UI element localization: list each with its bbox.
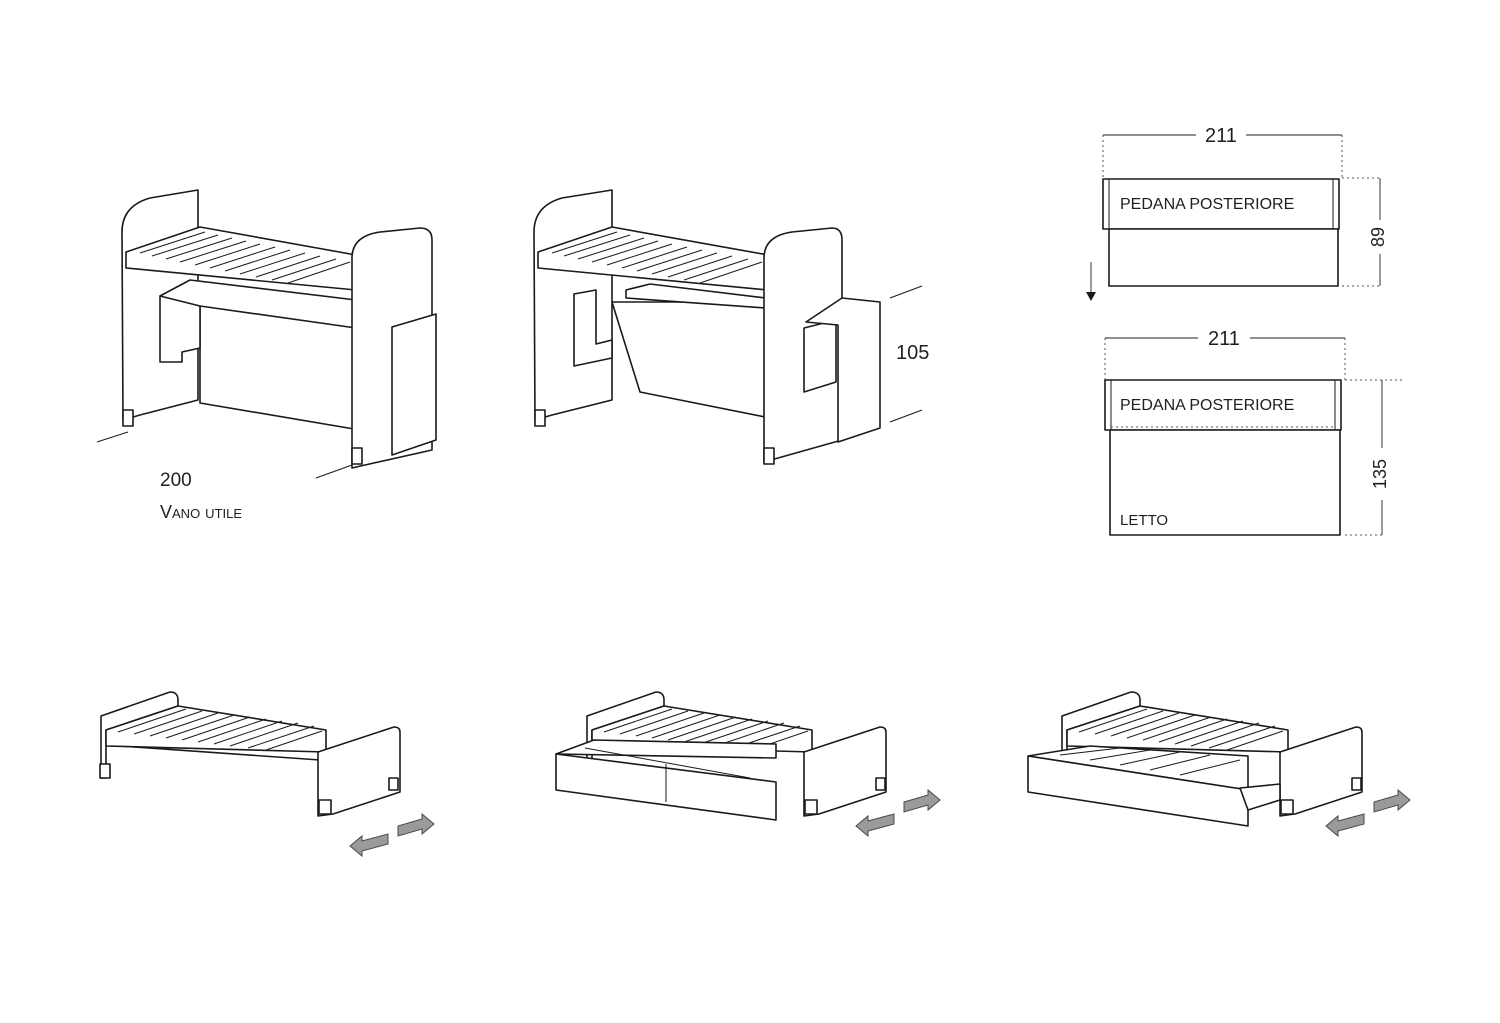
height-value: 105 bbox=[896, 342, 929, 364]
back-platform-rect-2 bbox=[1104, 379, 1342, 431]
slide-arrows-3 bbox=[1325, 788, 1411, 838]
slide-arrows-1 bbox=[349, 812, 435, 858]
drawer-bed-foot-back bbox=[875, 777, 886, 791]
drawer-bed-footboard bbox=[803, 726, 887, 817]
arrow-right-icon bbox=[397, 812, 435, 837]
trundle-side bbox=[1239, 783, 1281, 811]
height-guide-top bbox=[889, 285, 923, 299]
drawer-top bbox=[555, 739, 777, 759]
low-bed-with-drawers bbox=[555, 691, 887, 821]
right-foot bbox=[351, 447, 363, 465]
bed-rect bbox=[1109, 429, 1341, 536]
down-arrow-icon bbox=[1086, 292, 1096, 301]
right-side-panel-2 bbox=[763, 227, 843, 463]
top-depth-value: 89 bbox=[1368, 227, 1388, 247]
iso-bed-raised-module-out bbox=[533, 189, 923, 465]
arrow-right-icon-2 bbox=[903, 788, 941, 813]
arrow-left-icon-2 bbox=[855, 813, 895, 838]
plan-view-closed bbox=[1086, 134, 1381, 301]
low-bed-foot-right bbox=[318, 799, 332, 815]
low-bed-slats bbox=[117, 708, 323, 751]
arrow-right-icon-3 bbox=[1373, 788, 1411, 813]
bottom-depth-value: 135 bbox=[1370, 459, 1390, 489]
trundle-slats bbox=[1059, 747, 1241, 776]
right-panel-cutout-2 bbox=[803, 319, 837, 393]
low-bed-plain bbox=[99, 691, 401, 817]
bed-slats-2 bbox=[551, 231, 763, 284]
drawer-bed-foot-right bbox=[804, 799, 818, 815]
left-panel-cutout-2 bbox=[573, 289, 613, 367]
floor-guide-right bbox=[315, 464, 353, 479]
bed-label: LETTO bbox=[1120, 512, 1168, 529]
side-module bbox=[391, 313, 437, 456]
floor-guide-left bbox=[96, 431, 129, 443]
trundle-bed-slats-upper bbox=[1078, 708, 1284, 751]
trundle-bed-footboard bbox=[1279, 726, 1363, 817]
low-bed-foot-back bbox=[388, 777, 399, 791]
back-panel-2 bbox=[611, 301, 771, 419]
bottom-width-value: 211 bbox=[1208, 328, 1240, 350]
top-width-value: 211 bbox=[1205, 125, 1237, 147]
low-bed-foot-left bbox=[99, 763, 111, 779]
bed-base-rect bbox=[1108, 228, 1339, 287]
low-bed-footboard bbox=[317, 726, 401, 817]
arrow-left-icon bbox=[349, 833, 389, 858]
left-foot-2 bbox=[534, 409, 546, 427]
low-bed-with-trundle bbox=[1027, 691, 1363, 827]
bed-slats bbox=[139, 231, 351, 284]
left-side-panel-2 bbox=[533, 189, 613, 421]
height-guide-bottom bbox=[889, 409, 923, 423]
trundle-bed-foot-right bbox=[1280, 799, 1294, 815]
bottom-back-platform-label: PEDANA POSTERIORE bbox=[1120, 397, 1294, 414]
iso-bed-raised-with-desk bbox=[96, 189, 437, 479]
arrow-left-icon-3 bbox=[1325, 813, 1365, 838]
extended-module bbox=[805, 297, 881, 443]
trundle-front bbox=[1027, 755, 1249, 827]
left-foot bbox=[122, 409, 134, 427]
trundle-bed-foot-back bbox=[1351, 777, 1362, 791]
slide-arrows-2 bbox=[855, 788, 941, 838]
plan-view-open bbox=[1104, 337, 1402, 536]
back-platform-rect bbox=[1102, 178, 1340, 230]
depth-caption: Vano utile bbox=[160, 502, 242, 522]
top-back-platform-label: PEDANA POSTERIORE bbox=[1120, 196, 1294, 213]
right-foot-2 bbox=[763, 447, 775, 465]
depth-value: 200 bbox=[160, 470, 192, 491]
